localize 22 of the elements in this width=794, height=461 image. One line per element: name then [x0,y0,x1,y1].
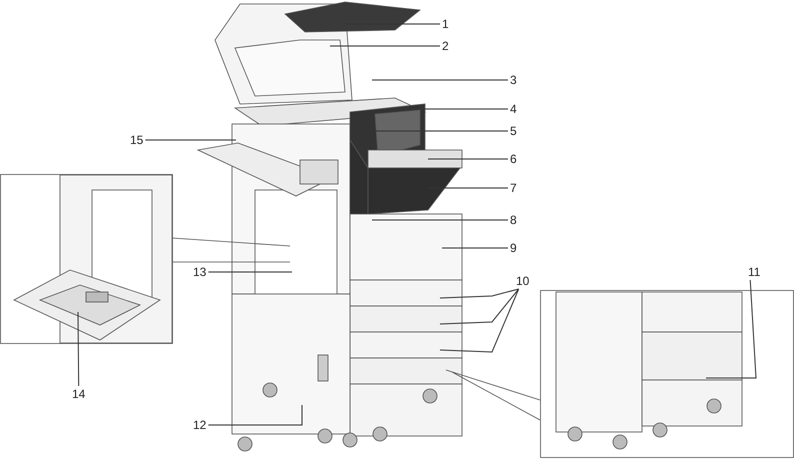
callout-number: 2 [442,39,449,53]
leader-line [78,312,80,386]
leader-line [440,288,520,298]
callout-number: 15 [130,133,144,147]
leader-line [428,158,508,160]
callout-number: 13 [193,265,206,279]
callout-number: 6 [510,152,517,166]
leader-line [440,288,520,324]
callout-number: 14 [72,387,86,401]
callout-number: 5 [510,124,517,138]
leader-line [706,280,757,378]
callout-number: 4 [510,102,517,116]
callout-number: 12 [193,418,206,432]
callout-number: 3 [510,73,517,87]
leader-line [440,288,520,353]
callout-number: 7 [510,181,517,195]
leader-line [208,404,302,426]
callout-number: 1 [442,17,449,31]
callout-number: 11 [748,265,760,279]
callout-number: 9 [510,241,517,255]
callout-number: 8 [510,213,517,227]
callout-number: 10 [516,274,530,288]
